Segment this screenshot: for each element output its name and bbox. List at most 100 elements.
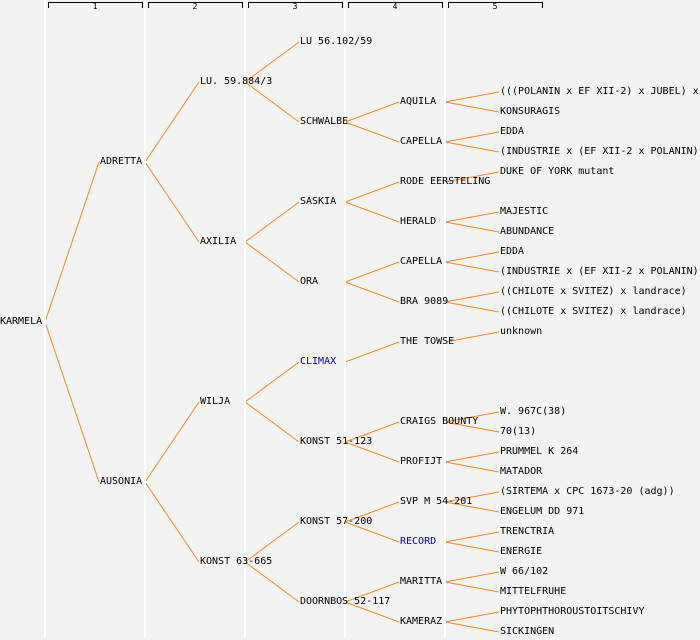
connector-line xyxy=(344,201,400,223)
pedigree-node-the-towse[interactable]: THE TOWSE xyxy=(400,336,455,347)
pedigree-node-polanin-x-ef-xii-2-x-jubel-x[interactable]: (((POLANIN x EF XII-2) x JUBEL) x xyxy=(500,86,699,97)
pedigree-node-chilote-x-svitez-x-landrace[interactable]: ((CHILOTE x SVITEZ) x landrace) xyxy=(500,286,687,297)
pedigree-node-kameraz[interactable]: KAMERAZ xyxy=(400,616,443,627)
pedigree-node-record[interactable]: RECORD xyxy=(400,536,437,547)
generation-header-bracket xyxy=(248,2,343,8)
pedigree-node-edda[interactable]: EDDA xyxy=(500,126,525,137)
connector-line xyxy=(444,451,500,463)
pedigree-node-edda[interactable]: EDDA xyxy=(500,246,525,257)
pedigree-node-energie[interactable]: ENERGIE xyxy=(500,546,543,557)
pedigree-node-capella[interactable]: CAPELLA xyxy=(400,256,443,267)
pedigree-node-bra-9089[interactable]: BRA 9089 xyxy=(400,296,449,307)
pedigree-node-mittelfruhe[interactable]: MITTELFRUHE xyxy=(500,586,567,597)
connector-line xyxy=(444,141,500,153)
connector-line xyxy=(144,401,200,483)
connector-line xyxy=(444,101,500,113)
pedigree-node-sickingen[interactable]: SICKINGEN xyxy=(500,626,555,637)
pedigree-node-industrie-x-ef-xii-2-x-polanin[interactable]: (INDUSTRIE x (EF XII-2 x POLANIN)) xyxy=(500,266,700,277)
pedigree-node-w-967c-38[interactable]: W. 967C(38) xyxy=(500,406,567,417)
pedigree-node-saskia[interactable]: SASKIA xyxy=(300,196,337,207)
generation-header-bracket xyxy=(48,2,143,8)
connector-line xyxy=(144,161,200,243)
connector-line xyxy=(444,421,500,433)
pedigree-node-lu-59-884-3[interactable]: LU. 59.884/3 xyxy=(200,76,273,87)
connector-line xyxy=(444,91,500,103)
pedigree-node-konst-63-665[interactable]: KONST 63-665 xyxy=(200,556,273,567)
pedigree-node-axilia[interactable]: AXILIA xyxy=(200,236,237,247)
pedigree-node-lu-56-102-59[interactable]: LU 56.102/59 xyxy=(300,36,373,47)
pedigree-node-prummel-k-264[interactable]: PRUMMEL K 264 xyxy=(500,446,579,457)
connector-line xyxy=(244,241,300,283)
connector-line xyxy=(344,441,400,463)
pedigree-node-w-66-102[interactable]: W 66/102 xyxy=(500,566,549,577)
pedigree-node-70-13[interactable]: 70(13) xyxy=(500,426,537,437)
connector-line xyxy=(344,501,400,523)
connector-line xyxy=(444,541,500,553)
pedigree-node-maritta[interactable]: MARITTA xyxy=(400,576,443,587)
pedigree-node-konsuragis[interactable]: KONSURAGIS xyxy=(500,106,561,117)
connector-line xyxy=(244,201,300,243)
connector-line xyxy=(244,561,300,603)
connector-line xyxy=(344,601,400,623)
connector-line xyxy=(344,101,400,123)
pedigree-node-ausonia[interactable]: AUSONIA xyxy=(100,476,143,487)
pedigree-node-matador[interactable]: MATADOR xyxy=(500,466,543,477)
generation-header-label: 5 xyxy=(492,2,498,11)
connector-line xyxy=(444,571,500,583)
pedigree-node-herald[interactable]: HERALD xyxy=(400,216,437,227)
generation-header-bracket xyxy=(448,2,543,8)
connector-line xyxy=(144,481,200,563)
connector-line xyxy=(244,81,300,123)
connector-line xyxy=(444,331,500,343)
connector-line xyxy=(444,621,500,633)
pedigree-node-konst-57-200[interactable]: KONST 57-200 xyxy=(300,516,373,527)
pedigree-node-schwalbe[interactable]: SCHWALBE xyxy=(300,116,349,127)
connector-line xyxy=(444,501,500,513)
pedigree-node-profijt[interactable]: PROFIJT xyxy=(400,456,443,467)
pedigree-node-doornbos-52-117[interactable]: DOORNBOS 52-117 xyxy=(300,596,391,607)
pedigree-node-abundance[interactable]: ABUNDANCE xyxy=(500,226,555,237)
pedigree-node-chilote-x-svitez-x-landrace[interactable]: ((CHILOTE x SVITEZ) x landrace) xyxy=(500,306,687,317)
pedigree-node-majestic[interactable]: MAJESTIC xyxy=(500,206,549,217)
connector-line xyxy=(344,421,400,443)
pedigree-node-climax[interactable]: CLIMAX xyxy=(300,356,337,367)
connector-line xyxy=(344,281,400,303)
connector-line xyxy=(44,161,100,323)
pedigree-node-sirtema-x-cpc-1673-20-adg[interactable]: (SIRTEMA x CPC 1673-20 (adg)) xyxy=(500,486,675,497)
pedigree-node-wilja[interactable]: WILJA xyxy=(200,396,231,407)
connector-line xyxy=(344,581,400,603)
pedigree-node-ora[interactable]: ORA xyxy=(300,276,319,287)
pedigree-node-capella[interactable]: CAPELLA xyxy=(400,136,443,147)
connector-line xyxy=(344,181,400,203)
generation-header-bracket xyxy=(148,2,243,8)
connector-line xyxy=(444,221,500,233)
connector-line xyxy=(444,411,500,423)
generation-header-label: 3 xyxy=(292,2,298,11)
pedigree-node-rode-eersteling[interactable]: RODE EERSTELING xyxy=(400,176,491,187)
pedigree-node-craigs-bounty[interactable]: CRAIGS BOUNTY xyxy=(400,416,479,427)
pedigree-node-phytophthoroustoitschivy[interactable]: PHYTOPHTHOROUSTOITSCHIVY xyxy=(500,606,645,617)
pedigree-node-karmela[interactable]: KARMELA xyxy=(0,316,43,327)
pedigree-node-unknown[interactable]: unknown xyxy=(500,326,543,337)
column-separator xyxy=(244,0,246,638)
pedigree-node-engelum-dd-971[interactable]: ENGELUM DD 971 xyxy=(500,506,585,517)
pedigree-node-svp-m-54-201[interactable]: SVP M 54-201 xyxy=(400,496,473,507)
connector-line xyxy=(344,121,400,143)
connector-line xyxy=(444,291,500,303)
pedigree-node-industrie-x-ef-xii-2-x-polanin[interactable]: (INDUSTRIE x (EF XII-2 x POLANIN)) xyxy=(500,146,700,157)
connector-line xyxy=(344,261,400,283)
pedigree-node-aquila[interactable]: AQUILA xyxy=(400,96,437,107)
connector-line xyxy=(444,491,500,503)
generation-header-bracket xyxy=(348,2,443,8)
connector-line xyxy=(444,461,500,473)
connector-line xyxy=(244,41,300,83)
column-separator xyxy=(344,0,346,638)
connector-line xyxy=(344,341,400,363)
pedigree-node-trenctria[interactable]: TRENCTRIA xyxy=(500,526,555,537)
connector-line xyxy=(144,81,200,163)
pedigree-node-duke-of-york-mutant[interactable]: DUKE OF YORK mutant xyxy=(500,166,615,177)
generation-header-label: 2 xyxy=(192,2,198,11)
pedigree-node-konst-51-123[interactable]: KONST 51-123 xyxy=(300,436,373,447)
pedigree-node-adretta[interactable]: ADRETTA xyxy=(100,156,143,167)
